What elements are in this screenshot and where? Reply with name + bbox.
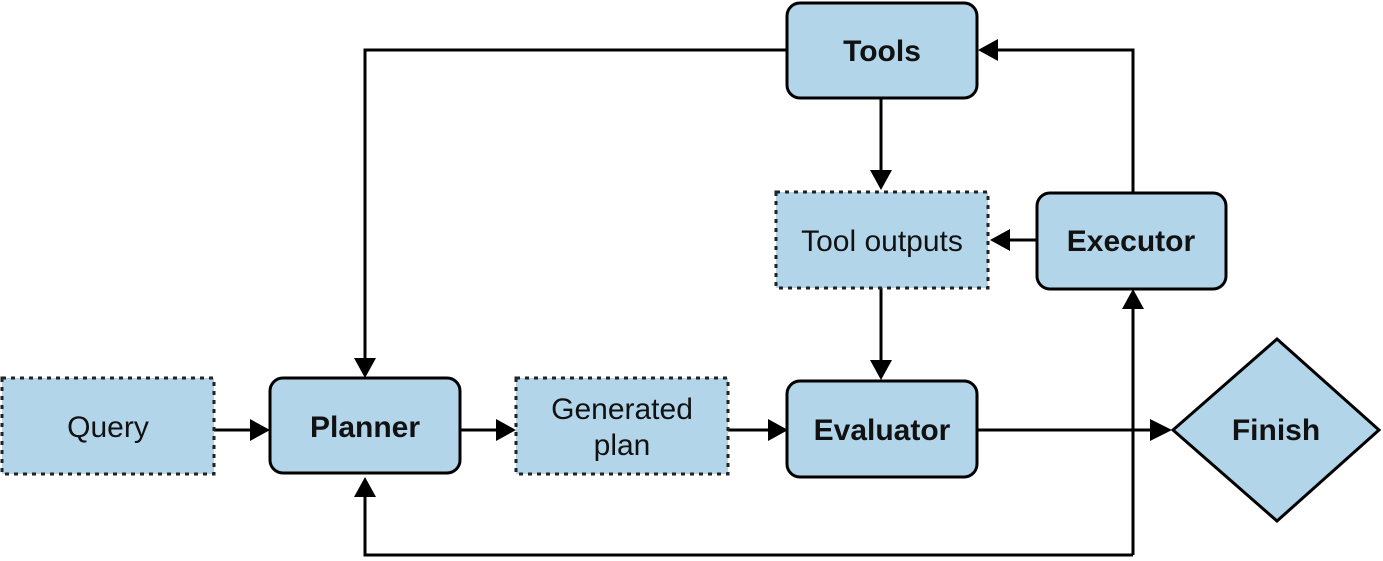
node-planner-box — [268, 376, 462, 475]
node-tool-outputs: Tool outputs — [774, 190, 990, 290]
node-tools-label: Tools — [843, 35, 921, 68]
arrowhead-executor-tools — [978, 39, 998, 61]
node-query-label: Query — [67, 411, 149, 444]
edge-executor-tools — [997, 48, 1135, 193]
node-finish-diamond — [1170, 336, 1382, 524]
node-tools-box — [785, 1, 979, 100]
node-executor-box — [1035, 191, 1228, 291]
node-tool-outputs-box — [774, 190, 990, 290]
node-query: Query — [0, 376, 216, 476]
edge-feedback-planner — [363, 496, 1133, 557]
arrowhead-feedback-planner — [354, 477, 376, 497]
arrowhead-executor-tool-outputs — [990, 229, 1010, 251]
node-evaluator-box — [785, 379, 979, 479]
node-generated-plan: Generated plan — [514, 376, 730, 476]
edge-tools-planner — [363, 48, 787, 360]
arrowhead-planner-generated-plan — [496, 419, 516, 441]
arrowhead-generated-plan-evaluator — [768, 419, 788, 441]
node-generated-plan-box — [514, 376, 730, 476]
arrowhead-tools-tool-outputs — [870, 170, 892, 190]
arrowhead-evaluator-finish — [1150, 419, 1172, 441]
arrowhead-tools-planner — [354, 358, 376, 378]
node-tool-outputs-label: Tool outputs — [801, 225, 963, 258]
node-evaluator-label: Evaluator — [814, 414, 951, 447]
node-finish: Finish — [1170, 336, 1382, 524]
node-finish-label: Finish — [1232, 414, 1320, 447]
node-executor-label: Executor — [1067, 225, 1196, 258]
node-evaluator: Evaluator — [785, 379, 979, 479]
arrowhead-tool-outputs-evaluator — [870, 360, 892, 380]
node-query-box — [0, 376, 216, 476]
arrowhead-feedback-executor — [1122, 289, 1144, 309]
node-generated-plan-line1: Generated — [551, 393, 693, 426]
node-planner: Planner — [268, 376, 462, 475]
node-generated-plan-line2: plan — [594, 429, 651, 462]
node-tools: Tools — [785, 1, 979, 100]
arrowhead-query-planner — [250, 419, 270, 441]
node-planner-label: Planner — [310, 411, 420, 444]
node-executor: Executor — [1035, 191, 1228, 291]
